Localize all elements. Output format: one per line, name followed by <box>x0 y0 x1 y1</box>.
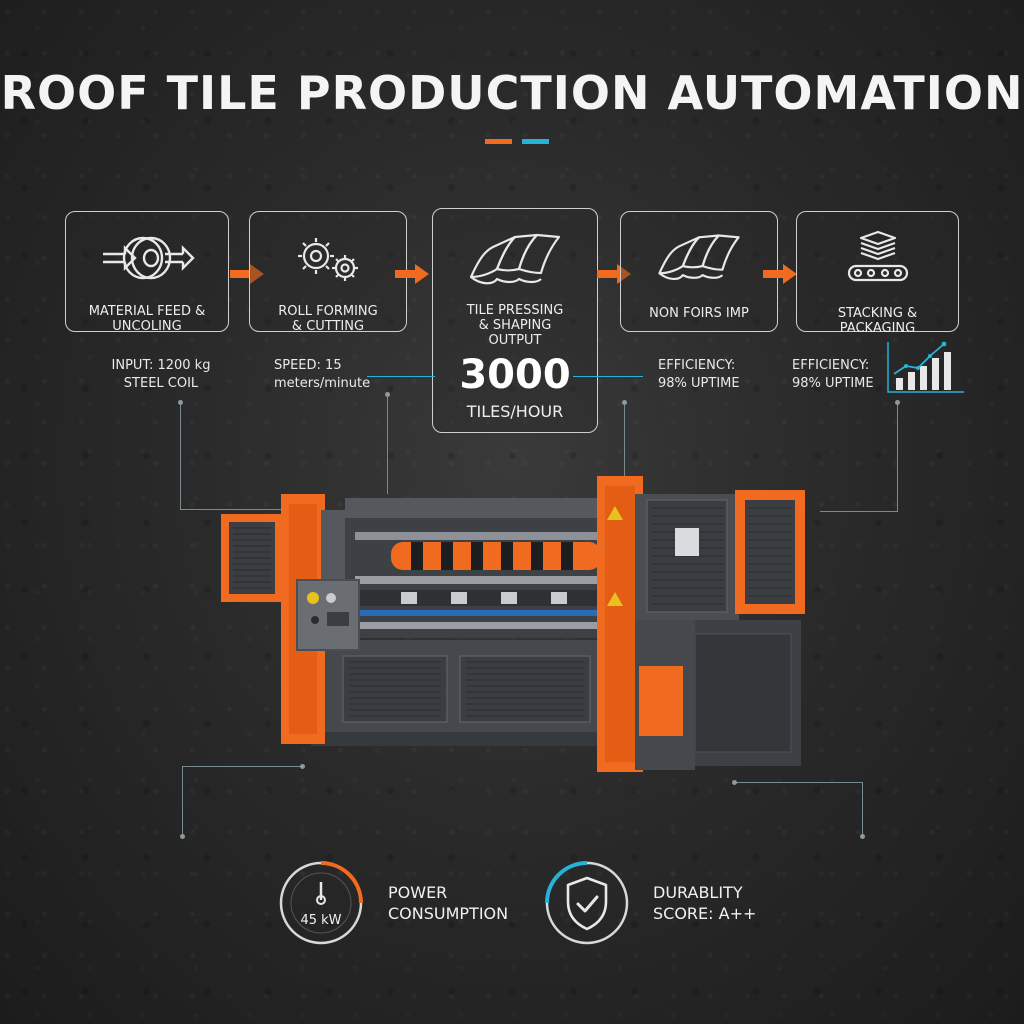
power-gauge-value: 45 kW <box>300 913 342 928</box>
guide-line <box>182 766 302 767</box>
guide-line <box>820 511 898 512</box>
guide-line <box>182 766 183 836</box>
gears-icon <box>250 230 406 288</box>
guide-dot <box>385 392 390 397</box>
step-non-foirs: NON FOIRS IMP <box>620 211 778 332</box>
guide-line <box>897 402 898 512</box>
flow-arrow-icon <box>597 262 633 286</box>
step-stacking-packaging: STACKING & PACKAGING <box>796 211 959 336</box>
durability-score-label: DURABLITY SCORE: A++ <box>653 883 757 923</box>
guide-line <box>624 402 625 502</box>
step-material-feed: MATERIAL FEED & UNCOLING <box>65 211 229 334</box>
guide-dot <box>180 834 185 839</box>
title-accent-bar <box>485 139 549 144</box>
power-gauge-icon <box>278 860 364 951</box>
flow-arrow-icon <box>230 262 266 286</box>
page-title: ROOF TILE PRODUCTION AUTOMATION <box>0 66 1024 120</box>
guide-line <box>367 376 435 377</box>
step-tile-pressing <box>432 208 598 433</box>
efficiency-metric: EFFICIENCY: 98% UPTIME <box>792 358 874 391</box>
guide-dot <box>860 834 865 839</box>
speed-metric: SPEED: 15 meters/minute <box>274 358 371 391</box>
accent-cyan-dash <box>522 139 549 144</box>
guide-dot <box>895 400 900 405</box>
guide-line <box>862 782 863 838</box>
growth-chart-icon <box>886 340 966 403</box>
step-label: NON FOIRS IMP <box>649 306 749 321</box>
flow-arrow-icon <box>395 262 431 286</box>
coil-feed-icon <box>66 230 228 286</box>
guide-dot <box>732 780 737 785</box>
guide-dot <box>178 400 183 405</box>
guide-line <box>180 509 290 510</box>
output-value: 3000 <box>459 352 571 398</box>
flow-arrow-icon <box>763 262 799 286</box>
guide-dot <box>622 400 627 405</box>
output-unit: TILES/HOUR <box>466 402 564 421</box>
roof-tile-icon <box>433 229 597 291</box>
shield-check-icon <box>544 860 630 951</box>
step-label: TILE PRESSING & SHAPING OUTPUT <box>466 303 564 348</box>
guide-dot <box>300 764 305 769</box>
step-roll-forming: ROLL FORMING & CUTTING <box>249 211 407 334</box>
power-consumption-label: POWER CONSUMPTION <box>388 883 509 923</box>
step-label: MATERIAL FEED & UNCOLING <box>88 304 206 334</box>
stack-conveyor-icon <box>797 230 958 286</box>
roll-forming-machine <box>215 470 815 795</box>
guide-line <box>180 402 181 510</box>
efficiency-metric: EFFICIENCY: 98% UPTIME <box>658 358 740 391</box>
input-metric: INPUT: 1200 kg STEEL COIL <box>111 358 211 391</box>
step-label: STACKING & PACKAGING <box>837 306 918 336</box>
accent-orange-dash <box>485 139 512 144</box>
guide-line <box>387 394 388 494</box>
guide-line <box>734 782 862 783</box>
roof-tile-icon <box>621 230 777 286</box>
guide-line <box>573 376 643 377</box>
step-label: ROLL FORMING & CUTTING <box>278 304 378 334</box>
